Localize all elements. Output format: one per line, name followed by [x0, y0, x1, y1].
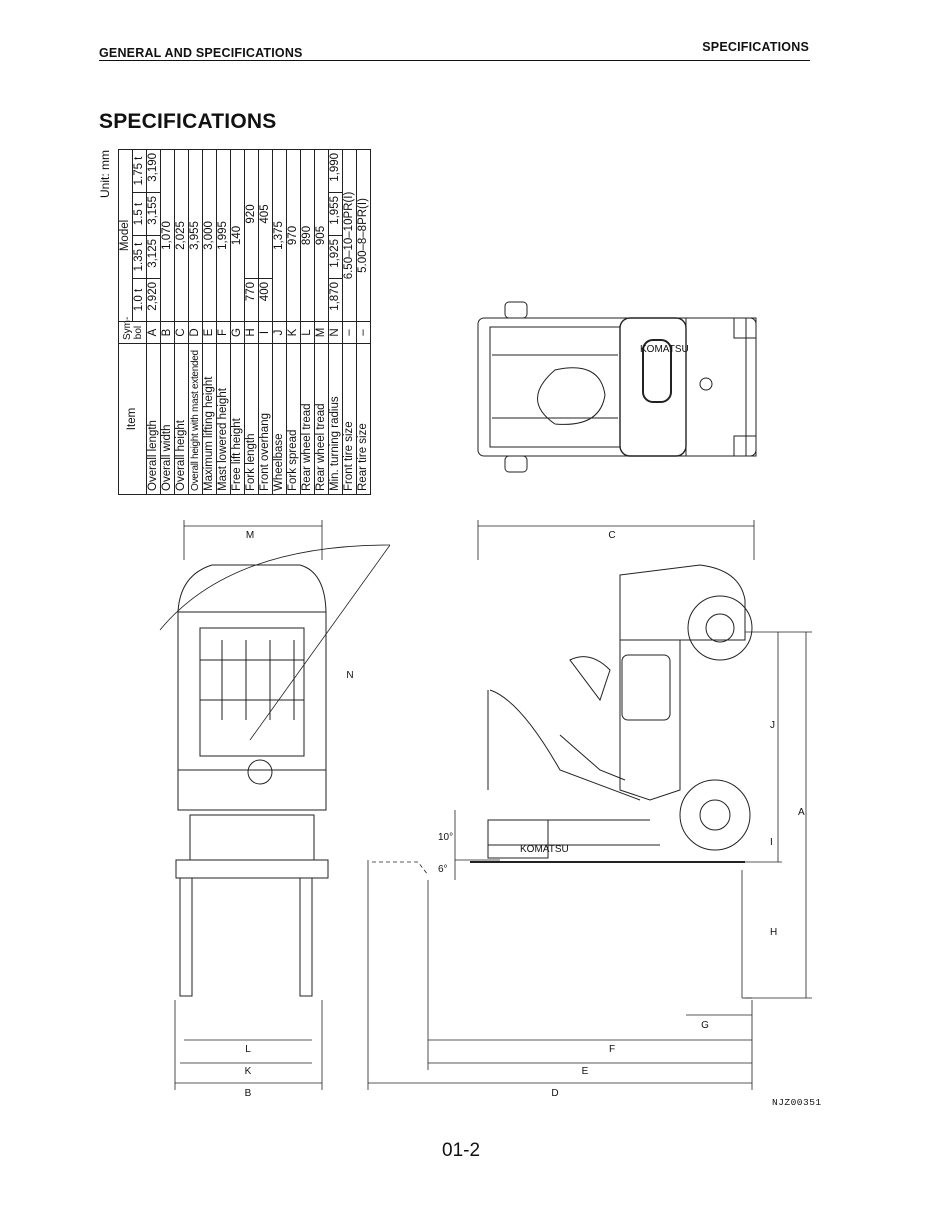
header-section: GENERAL AND SPECIFICATIONS	[99, 46, 303, 60]
dim-label-a: A	[798, 807, 805, 818]
dim-label-d: D	[551, 1088, 558, 1099]
header-rule	[99, 60, 810, 61]
dim-label-k: K	[245, 1066, 252, 1077]
forklift-side-view	[470, 564, 753, 863]
dimension-labels: M N L K B C F E D G J A I H 10° 6° KOMAT…	[245, 344, 805, 1099]
drawing-code: NJZ00351	[772, 1097, 822, 1108]
dim-label-g: G	[701, 1020, 709, 1031]
tilt-forward-label: 6°	[438, 864, 448, 875]
dim-label-c: C	[608, 530, 615, 541]
dim-label-l: L	[245, 1044, 251, 1055]
dimension-lines	[159, 520, 812, 1090]
header-chapter: SPECIFICATIONS	[702, 40, 809, 54]
page-number: 01-2	[442, 1140, 481, 1161]
tilt-backward-label: 10°	[438, 832, 453, 843]
mast-brand-label: KOMATSU	[520, 844, 569, 855]
dim-label-h: H	[770, 927, 777, 938]
page-title: SPECIFICATIONS	[99, 110, 277, 133]
forklift-front-view	[175, 564, 329, 997]
top-brand-label: KOMATSU	[640, 344, 689, 355]
dim-label-j: J	[770, 720, 775, 731]
dim-label-n: N	[346, 670, 353, 681]
dim-label-b: B	[245, 1088, 252, 1099]
dim-label-e: E	[582, 1066, 589, 1077]
dim-label-i: I	[770, 837, 773, 848]
forklift-top-view	[477, 301, 757, 473]
dim-label-m: M	[246, 530, 254, 541]
dim-label-f: F	[609, 1044, 615, 1055]
